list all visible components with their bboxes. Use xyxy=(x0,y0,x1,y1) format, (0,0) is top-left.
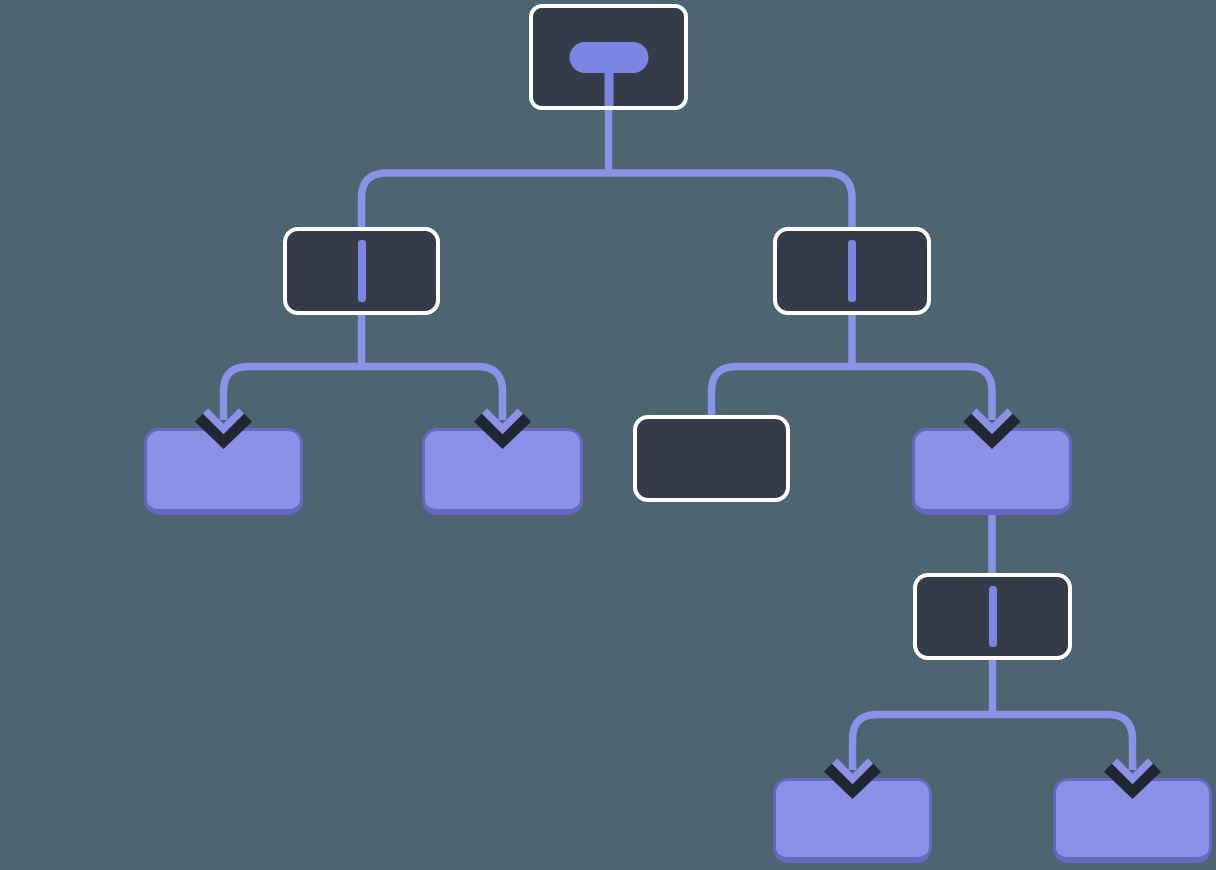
node-leaf-4[interactable] xyxy=(773,778,932,863)
pass-through-line xyxy=(848,240,856,302)
node-leaf-5[interactable] xyxy=(1053,778,1212,863)
pass-through-line xyxy=(357,240,366,302)
node-leaf-3[interactable] xyxy=(912,428,1072,515)
root-placeholder-pill xyxy=(569,42,648,73)
pass-through-line xyxy=(988,586,997,647)
node-leaf-1[interactable] xyxy=(144,428,303,515)
node-branch-right[interactable] xyxy=(773,227,931,315)
node-root[interactable] xyxy=(529,4,688,110)
node-leaf-2[interactable] xyxy=(422,428,583,515)
node-branch-left[interactable] xyxy=(283,227,440,315)
node-dark-leaf[interactable] xyxy=(633,415,790,502)
node-branch-bottom[interactable] xyxy=(913,573,1072,660)
root-placeholder-stem xyxy=(604,68,613,106)
